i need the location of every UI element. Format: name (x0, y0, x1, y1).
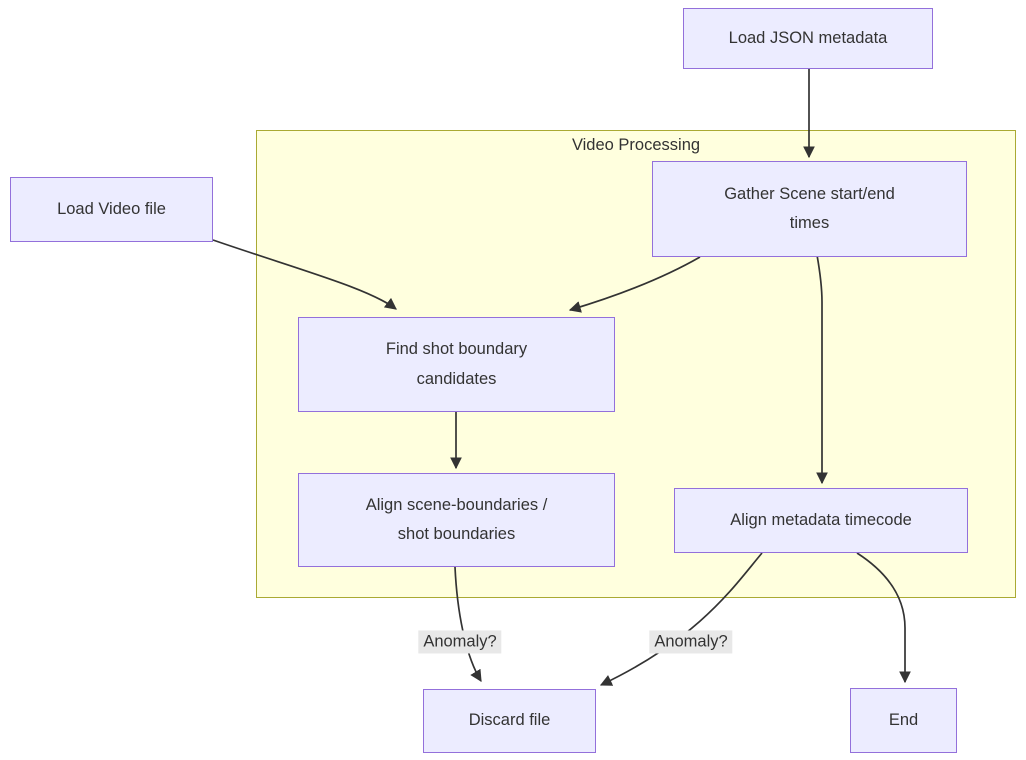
edge-label-anomaly-right: Anomaly? (649, 630, 733, 654)
node-label: Load Video file (57, 199, 166, 218)
node-load-video-file: Load Video file (10, 177, 213, 242)
node-find-shot-boundary-candidates: Find shot boundary candidates (298, 317, 615, 412)
node-align-scene-shot-boundaries: Align scene-boundaries / shot boundaries (298, 473, 615, 567)
node-label: Align scene-boundaries / shot boundaries (365, 495, 548, 543)
node-align-metadata-timecode: Align metadata timecode (674, 488, 968, 553)
node-load-json-metadata: Load JSON metadata (683, 8, 933, 69)
node-label: Discard file (468, 711, 551, 730)
edge-align-scene-to-discard (454, 566, 482, 683)
node-label: Gather Scene start/end times (724, 184, 895, 232)
node-label: Find shot boundary candidates (385, 340, 528, 388)
node-label: Align metadata timecode (730, 510, 912, 529)
node-end: End (850, 688, 957, 753)
node-discard-file: Discard file (423, 689, 596, 753)
subgraph-title: Video Processing (571, 136, 701, 154)
edge-gather-scene-to-find-shot (568, 256, 701, 313)
edge-load-video-to-find-shot (212, 239, 397, 310)
edge-label-anomaly-left: Anomaly? (418, 630, 502, 654)
node-label: End (888, 710, 919, 729)
edge-align-metadata-to-discard (599, 552, 763, 686)
node-label: Load JSON metadata (728, 28, 888, 47)
edge-align-metadata-to-end (856, 552, 911, 684)
node-gather-scene-times: Gather Scene start/end times (652, 161, 967, 257)
edge-gather-scene-to-align-metadata (816, 254, 828, 485)
